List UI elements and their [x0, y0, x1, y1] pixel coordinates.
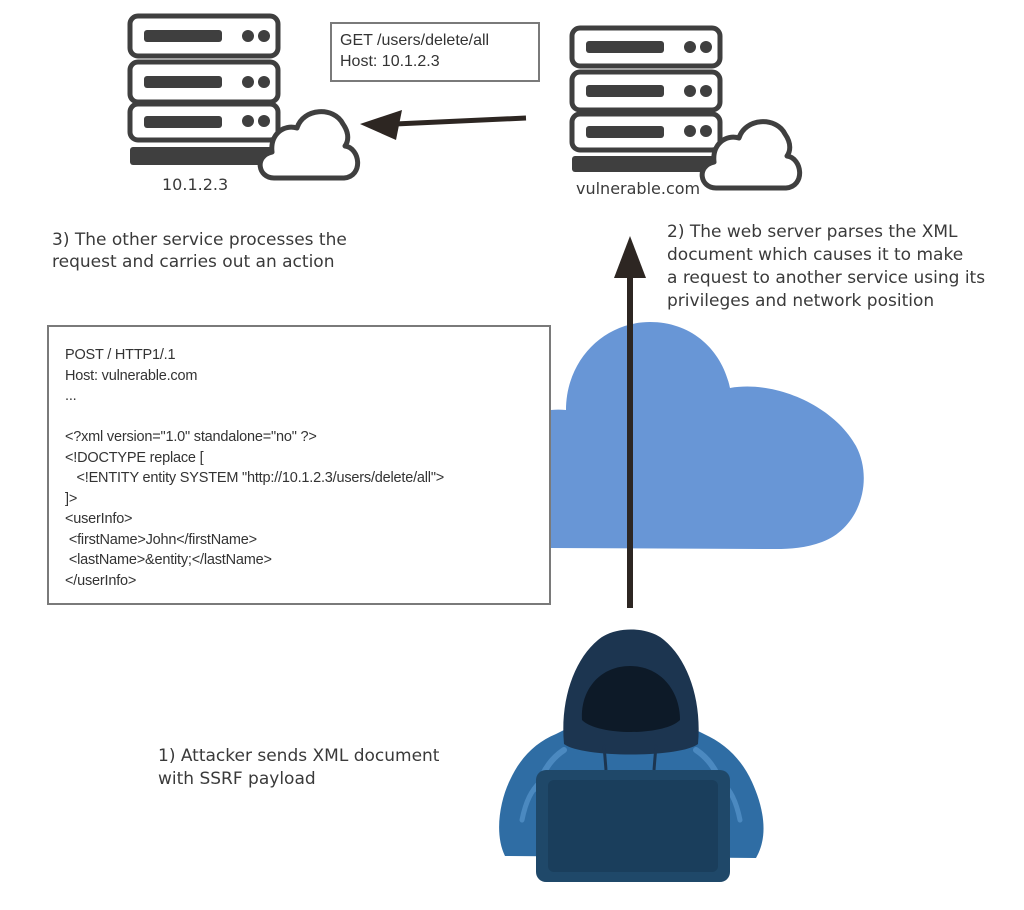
step2-line-2: document which causes it to make — [667, 245, 964, 265]
xml-payload-box: POST / HTTP1/.1 Host: vulnerable.com ...… — [47, 325, 551, 605]
vulnerable-cloud-icon — [699, 119, 803, 191]
payload-line: <!DOCTYPE replace [ — [65, 449, 204, 466]
payload-line: Host: vulnerable.com — [65, 367, 198, 384]
payload-line: <userInfo> — [65, 511, 133, 527]
payload-line — [65, 407, 549, 428]
step3-line-2: request and carries out an action — [52, 252, 335, 272]
step3-line-1: 3) The other service processes the — [52, 230, 347, 250]
vulnerable-server-icon — [569, 25, 723, 172]
step1-line-2: with SSRF payload — [158, 769, 316, 789]
step2-line-4: privileges and network position — [667, 291, 935, 311]
left-arrow-icon — [360, 110, 527, 140]
payload-line: </userInfo> — [65, 572, 137, 589]
payload-line: <!ENTITY entity SYSTEM "http://10.1.2.3/… — [65, 470, 445, 486]
payload-line: <lastName>&entity;</lastName> — [65, 552, 272, 568]
vulnerable-server-label: vulnerable.com — [576, 179, 701, 198]
internal-server-label: 10.1.2.3 — [162, 175, 229, 194]
step1-line-1: 1) Attacker sends XML document — [158, 746, 440, 766]
forged-request-box: GET /users/delete/all Host: 10.1.2.3 — [330, 22, 540, 82]
up-arrow-icon — [614, 236, 646, 608]
request-host-line: Host: 10.1.2.3 — [340, 53, 440, 70]
internal-cloud-icon — [257, 109, 361, 181]
internal-server-icon — [127, 13, 300, 165]
payload-line: <?xml version="1.0" standalone="no" ?> — [65, 429, 317, 445]
payload-line: <firstName>John</firstName> — [65, 531, 257, 548]
payload-line: ... — [65, 388, 77, 404]
payload-line: ]> — [65, 490, 78, 507]
laptop-icon — [536, 770, 730, 882]
step2-line-1: 2) The web server parses the XML — [667, 222, 958, 242]
request-line: GET /users/delete/all — [340, 32, 490, 49]
payload-line: POST / HTTP1/.1 — [65, 347, 176, 363]
step2-line-3: a request to another service using its — [667, 268, 986, 288]
